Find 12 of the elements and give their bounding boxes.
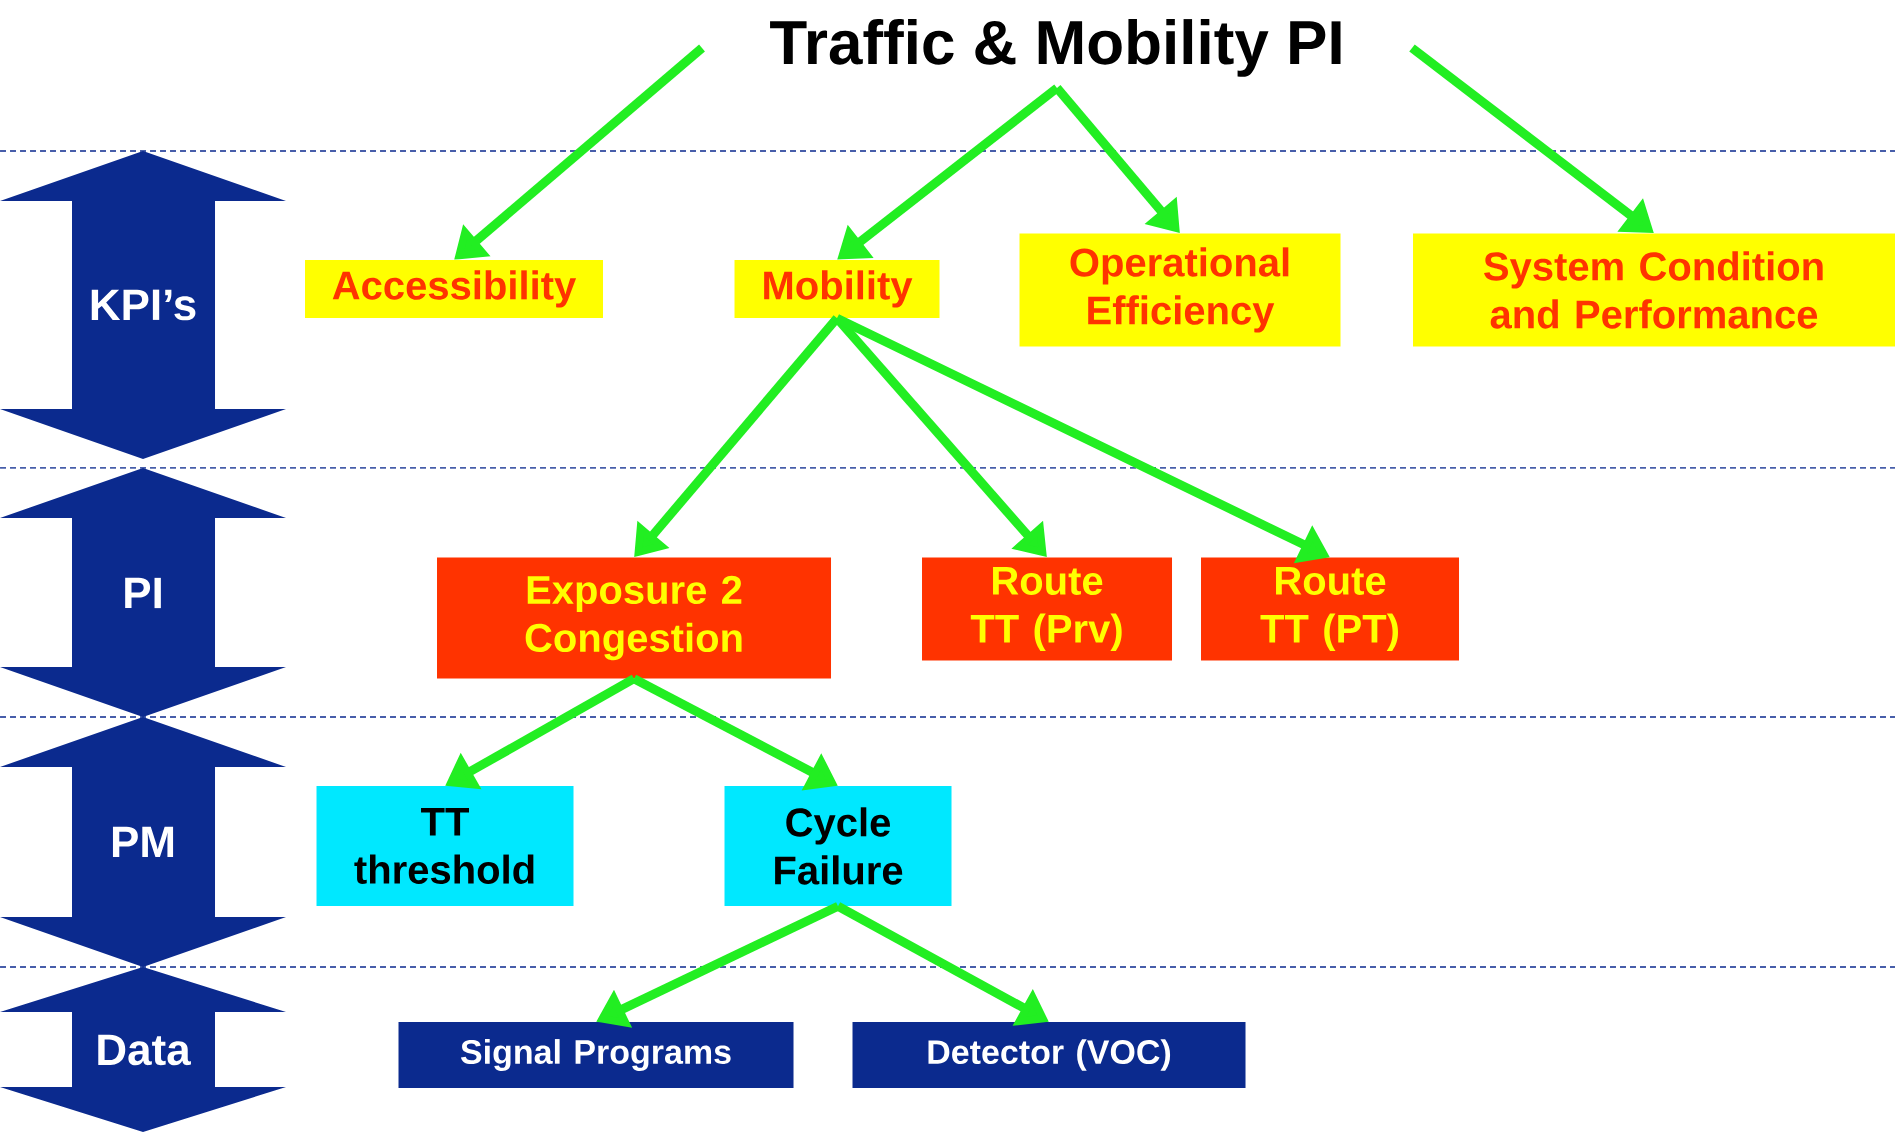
label-box: Route TT (PT) (1201, 557, 1459, 661)
label-box: System Condition and Performance (1413, 233, 1895, 347)
label-box: Cycle Failure (724, 786, 952, 906)
label-box: Route TT (Prv) (922, 557, 1172, 661)
label-box: Exposure 2 Congestion (437, 557, 831, 679)
label-box: Mobility (734, 260, 940, 318)
label-box: TT threshold (316, 786, 574, 906)
label-box: Operational Efficiency (1019, 233, 1341, 347)
label-box: Detector (VOC) (852, 1022, 1246, 1088)
label-box: Signal Programs (398, 1022, 794, 1088)
title: Traffic & Mobility PI (770, 19, 1341, 77)
label-box: Accessibility (305, 260, 603, 318)
